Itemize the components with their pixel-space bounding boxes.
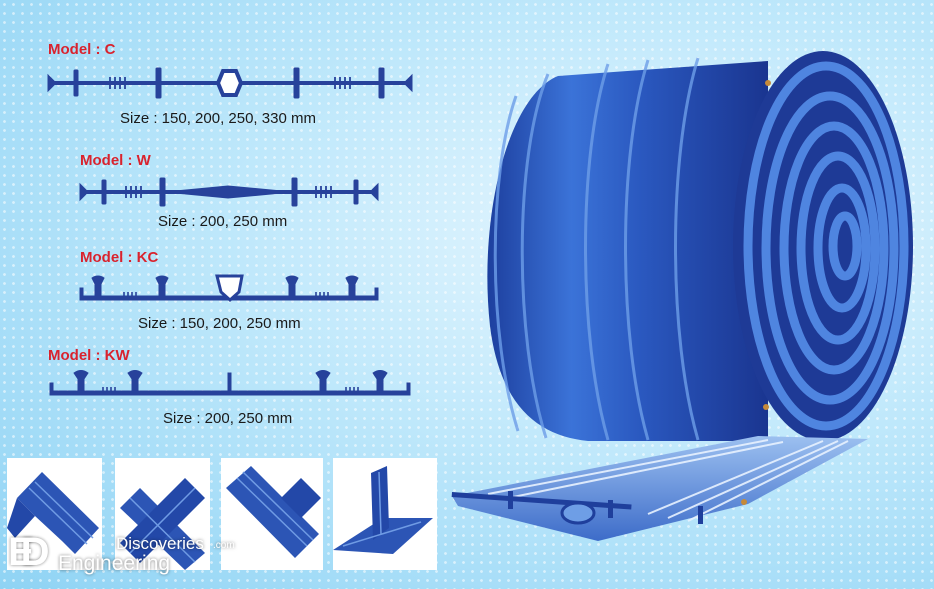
watermark-line2: Engineering [58,552,171,575]
waterstop-roll-illustration [451,51,913,541]
l-joint-icon [7,472,99,554]
model-kw-size: Size : 200, 250 mm [163,410,293,427]
model-w-profile [79,177,379,207]
watermark-logo: ED [8,530,49,574]
cross-joint-icon [120,478,205,570]
watermark-line1: Discoveries [116,534,204,553]
watermark-suffix: .com [213,540,235,551]
joint-thumbnail-cross [115,458,210,570]
model-kw-label: Model : KW [48,347,130,364]
model-kc-size: Size : 150, 200, 250 mm [138,315,301,332]
joint-thumbnail-t [221,458,323,570]
vertical-t-joint-icon [333,466,433,554]
model-kc-label: Model : KC [80,249,159,266]
joint-thumbnail-l [7,458,102,570]
watermark: ED Discoveries .com Engineering [8,530,248,585]
model-kc-profile [79,274,379,303]
joint-thumbnail-vertical-t [333,458,437,570]
model-c-label: Model : C [48,41,116,58]
t-joint-icon [226,466,321,558]
model-w-label: Model : W [80,152,151,169]
model-c-profile [47,67,413,99]
model-c-size: Size : 150, 200, 250, 330 mm [120,110,316,127]
model-kw-profile [49,370,411,396]
model-w-size: Size : 200, 250 mm [158,213,288,230]
